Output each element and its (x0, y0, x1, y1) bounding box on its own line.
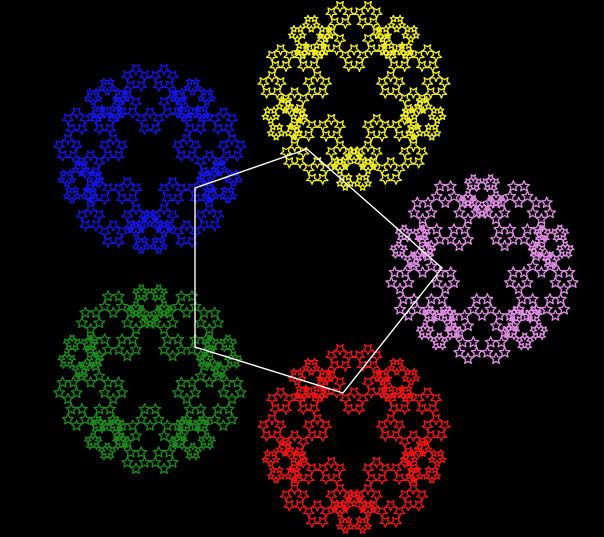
red-fractal (257, 343, 451, 534)
red-fractal-path (257, 343, 451, 534)
center-pentagon-outline (194, 148, 443, 394)
blue-fractal (53, 63, 247, 254)
violet-fractal (385, 174, 579, 365)
green-fractal-path (53, 284, 247, 475)
blue-fractal-path (53, 63, 247, 254)
green-fractal (53, 284, 247, 475)
violet-fractal-path (385, 174, 579, 365)
fractal-layer (53, 0, 579, 534)
